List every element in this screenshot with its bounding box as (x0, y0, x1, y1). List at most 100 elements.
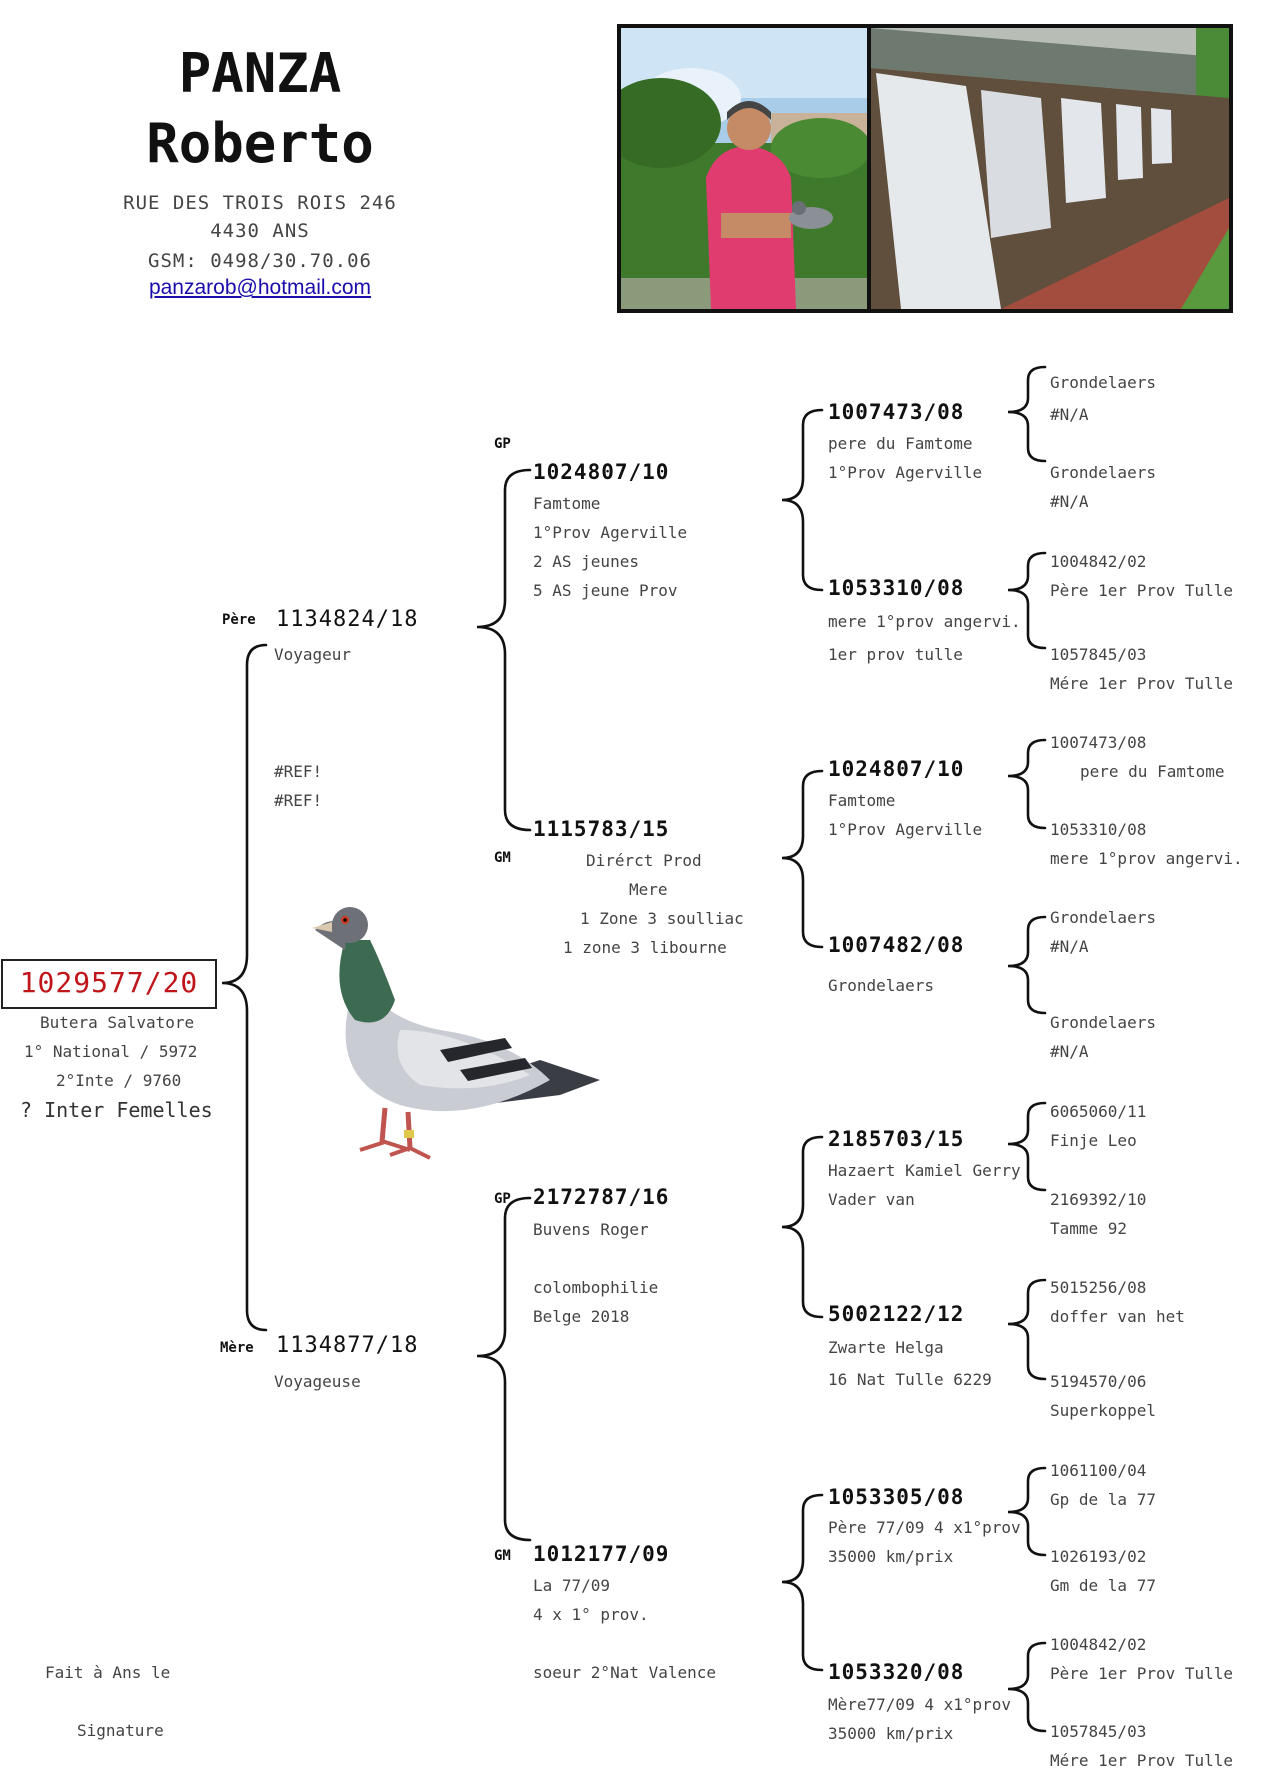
gm2-tag: GM (494, 1548, 511, 1564)
g4-line: mere 1°prov angervi. (1050, 849, 1243, 868)
gm2-note: 4 x 1° prov. (533, 1605, 649, 1624)
father-ring: 1134824/18 (276, 607, 419, 632)
subject-ring: 1029577/20 (19, 966, 199, 999)
subject-note: ? Inter Femelles (20, 1098, 213, 1122)
g4-line: 5015256/08 (1050, 1278, 1147, 1297)
g4-line: #N/A (1050, 405, 1089, 424)
g4-line: Gp de la 77 (1050, 1490, 1156, 1509)
g4-line: Mére 1er Prov Tulle (1050, 674, 1234, 693)
footer-place: Fait à Ans le (45, 1663, 171, 1682)
g4-line: 1057845/03 (1050, 645, 1147, 664)
g4-line: Père 1er Prov Tulle (1050, 581, 1234, 600)
gp2-tag: GP (494, 1191, 511, 1207)
g4-line: 1057845/03 (1050, 1722, 1147, 1741)
g4-line: pere du Famtome (1080, 762, 1225, 781)
gp1-tag: GP (494, 436, 511, 452)
gm1-note: Mere (629, 880, 668, 899)
mother-tag: Mère (220, 1340, 254, 1356)
g4-line: 1026193/02 (1050, 1547, 1147, 1566)
father-tag: Père (222, 612, 256, 628)
gm1-note: Dirérct Prod (586, 851, 702, 870)
g3-note: 35000 km/prix (828, 1547, 954, 1566)
gp1-note: 1°Prov Agerville (533, 523, 688, 542)
owner-firstname: Roberto (146, 112, 374, 175)
g4-line: #N/A (1050, 937, 1089, 956)
gm1-tag: GM (494, 850, 511, 866)
g3-note: pere du Famtome (828, 434, 973, 453)
g4-line: Gm de la 77 (1050, 1576, 1156, 1595)
g3-note: Grondelaers (828, 976, 934, 995)
gm2-note: La 77/09 (533, 1576, 611, 1595)
owner-photo (617, 24, 875, 313)
gp2-ring: 2172787/16 (533, 1185, 670, 1209)
g4-line: 1004842/02 (1050, 552, 1147, 571)
father-note: #REF! (274, 791, 323, 810)
g4-line: Grondelaers (1050, 373, 1156, 392)
g4-line: 1061100/04 (1050, 1461, 1147, 1480)
g4-line: Grondelaers (1050, 1013, 1156, 1032)
owner-surname: PANZA (178, 42, 342, 105)
gm1-ring: 1115783/15 (533, 817, 670, 841)
owner-street: RUE DES TROIS ROIS 246 (123, 192, 397, 214)
mother-note: Voyageuse (274, 1372, 361, 1391)
g4-line: doffer van het (1050, 1307, 1185, 1326)
g4-line: Grondelaers (1050, 463, 1156, 482)
g3-ring: 1007482/08 (828, 933, 965, 957)
gm1-note: 1 zone 3 libourne (563, 938, 727, 957)
g3-ring: 1053305/08 (828, 1485, 965, 1509)
g3-ring: 2185703/15 (828, 1127, 965, 1151)
subject-note: 1° National / 5972 (24, 1042, 198, 1061)
owner-phone: GSM: 0498/30.70.06 (148, 250, 372, 272)
g4-line: 6065060/11 (1050, 1102, 1147, 1121)
gp2-note: Belge 2018 (533, 1307, 630, 1326)
footer-signature: Signature (77, 1721, 164, 1740)
loft-photo (867, 24, 1233, 313)
g4-line: Mére 1er Prov Tulle (1050, 1751, 1234, 1770)
owner-city: 4430 ANS (210, 220, 310, 242)
g3-note: 35000 km/prix (828, 1724, 954, 1743)
gp1-note: 5 AS jeune Prov (533, 581, 678, 600)
g4-line: Tamme 92 (1050, 1219, 1128, 1238)
g3-note: 1er prov tulle (828, 645, 963, 664)
gp1-note: Famtome (533, 494, 601, 513)
g3-note: mere 1°prov angervi. (828, 612, 1021, 631)
gp2-note: Buvens Roger (533, 1220, 649, 1239)
g3-ring: 1024807/10 (828, 757, 965, 781)
g3-note: Zwarte Helga (828, 1338, 944, 1357)
g3-note: 1°Prov Agerville (828, 820, 983, 839)
subject-note: 2°Inte / 9760 (56, 1071, 182, 1090)
g3-ring: 1053320/08 (828, 1660, 965, 1684)
g3-note: Famtome (828, 791, 896, 810)
gp2-note: colombophilie (533, 1278, 659, 1297)
g4-line: 5194570/06 (1050, 1372, 1147, 1391)
gm2-note: soeur 2°Nat Valence (533, 1663, 717, 1682)
g4-line: 1053310/08 (1050, 820, 1147, 839)
g3-note: 1°Prov Agerville (828, 463, 983, 482)
g3-note: 16 Nat Tulle 6229 (828, 1370, 992, 1389)
g4-line: #N/A (1050, 1042, 1089, 1061)
gm2-ring: 1012177/09 (533, 1542, 670, 1566)
g4-line: Superkoppel (1050, 1401, 1156, 1420)
father-note: #REF! (274, 762, 323, 781)
g3-ring: 1053310/08 (828, 576, 965, 600)
g4-line: Père 1er Prov Tulle (1050, 1664, 1234, 1683)
subject-ring-box: 1029577/20 (1, 959, 217, 1009)
g4-line: 1004842/02 (1050, 1635, 1147, 1654)
g4-line: 2169392/10 (1050, 1190, 1147, 1209)
subject-note: Butera Salvatore (40, 1013, 195, 1032)
gp1-ring: 1024807/10 (533, 460, 670, 484)
g4-line: 1007473/08 (1050, 733, 1147, 752)
gp1-note: 2 AS jeunes (533, 552, 639, 571)
g3-note: Vader van (828, 1190, 915, 1209)
g4-line: Finje Leo (1050, 1131, 1137, 1150)
father-note: Voyageur (274, 645, 352, 664)
g3-note: Mère77/09 4 x1°prov (828, 1695, 1012, 1714)
g4-line: Grondelaers (1050, 908, 1156, 927)
gm1-note: 1 Zone 3 soulliac (580, 909, 744, 928)
g3-note: Hazaert Kamiel Gerry (828, 1161, 1021, 1180)
owner-email-link[interactable]: panzarob@hotmail.com (148, 276, 372, 299)
g3-ring: 1007473/08 (828, 400, 965, 424)
pigeon-illustration (312, 907, 600, 1160)
g3-ring: 5002122/12 (828, 1302, 965, 1326)
